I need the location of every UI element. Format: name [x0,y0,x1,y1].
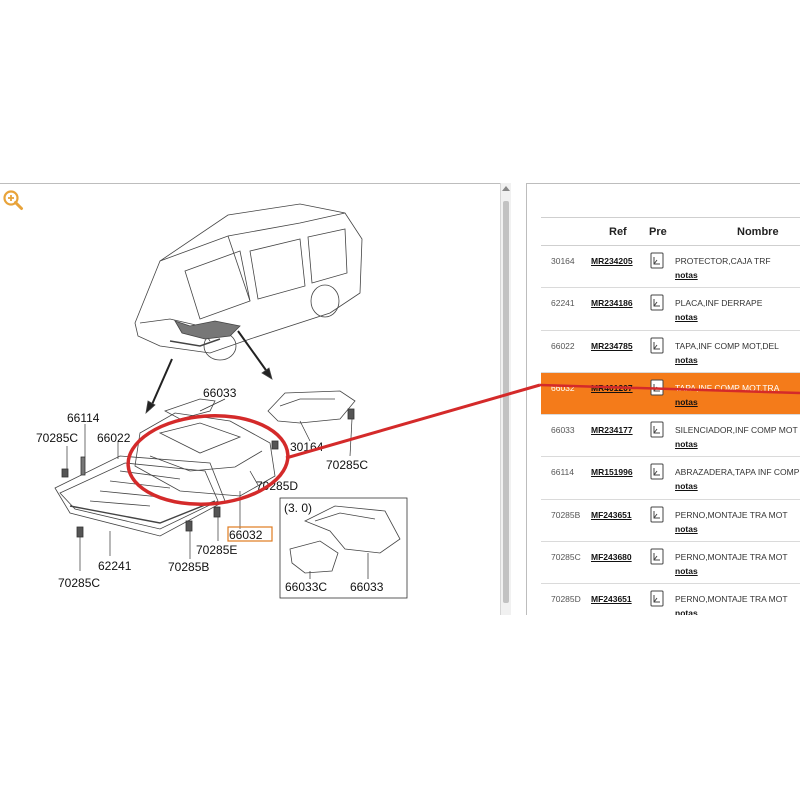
part-name: PERNO,MONTAJE TRA MOT [675,552,788,563]
part-number: 70285C [551,552,581,563]
table-row[interactable]: 66022 MR234785 TAPA,INF COMP MOT,DEL notas [541,331,800,373]
label-66022: 66022 [97,431,131,445]
label-66033: 66033 [203,386,237,400]
part-name: SILENCIADOR,INF COMP MOT [675,425,798,436]
part-number: 62241 [551,298,575,309]
part-ref-link[interactable]: MR234205 [591,256,633,266]
part-number: 30164 [551,256,575,266]
print-document-icon[interactable] [650,379,664,396]
print-document-icon[interactable] [650,506,664,523]
print-document-icon[interactable] [650,548,664,565]
print-document-icon[interactable] [650,463,664,480]
print-document-icon[interactable] [650,337,664,354]
part-number: 66022 [551,340,575,351]
print-document-icon[interactable] [650,294,664,311]
inset-title: (3. 0) [284,501,312,515]
notes-link[interactable]: notas [675,608,698,615]
inset-box [279,497,408,599]
label-70285c: 70285C [36,431,78,445]
notes-link[interactable]: notas [675,396,698,407]
notes-link[interactable]: notas [675,481,698,492]
print-document-icon[interactable] [650,252,664,269]
scroll-thumb[interactable] [503,201,509,603]
label-70285d: 70285D [256,479,298,493]
notes-link[interactable]: notas [675,439,698,450]
table-row[interactable]: 66114 MR151996 ABRAZADERA,TAPA INF COMP not… [541,457,800,500]
print-document-icon[interactable] [650,590,664,607]
scroll-up-arrow-icon[interactable] [502,186,510,191]
label-30164: 30164 [290,440,324,454]
parts-table: Ref Pre Nombre 30164 MR234205 PROTECTOR,CA… [541,217,800,615]
part-ref-link[interactable]: MR151996 [591,467,633,478]
label-70285c-bottom: 70285C [58,576,100,590]
rear-cover-part [134,398,276,497]
part-name: PERNO,MONTAJE TRA MOT [675,594,788,605]
label-66032: 66032 [229,528,263,542]
notes-link[interactable]: notas [675,312,698,323]
label-70285c-right: 70285C [326,458,368,472]
exploded-parts-drawing: 66033 66114 70285C 66022 30164 70285C 70… [36,203,408,599]
part-number: 66114 [551,467,575,478]
label-62241: 62241 [98,559,132,573]
bolts [61,408,355,538]
part-ref-link[interactable]: MR234177 [591,425,633,436]
part-number: 70285B [551,509,581,520]
notes-link[interactable]: notas [675,566,698,577]
diagram-scrollbar[interactable] [500,183,511,615]
table-row[interactable]: 70285C MF243680 PERNO,MONTAJE TRA MOT notas [541,542,800,585]
part-ref-link[interactable]: MF243680 [591,552,632,563]
part-name: ABRAZADERA,TAPA INF COMP [675,467,800,478]
label-66114: 66114 [67,411,100,425]
zoom-in-icon[interactable] [2,189,24,211]
table-row[interactable]: 70285D MF243651 PERNO,MONTAJE TRA MOT notas [541,584,800,615]
label-66033-inset: 66033 [350,580,384,594]
part-number: 66033 [551,425,575,436]
table-row[interactable]: 62241 MR234186 PLACA,INF DERRAPE notas [541,288,800,331]
label-66033c: 66033C [285,580,327,594]
parts-list-panel: Ref Pre Nombre 30164 MR234205 PROTECTOR,CA… [526,183,800,615]
table-row[interactable]: 66032 MR401207 TAPA,INF COMP MOT,TRA notas [541,372,800,416]
label-70285b: 70285B [168,560,209,574]
notes-link[interactable]: notas [675,523,698,534]
part-name: PERNO,MONTAJE TRA MOT [675,509,788,520]
table-row[interactable]: 70285B MF243651 PERNO,MONTAJE TRA MOT notas [541,500,800,543]
part-name: TAPA,INF COMP MOT,DEL [675,340,779,351]
part-ref-link[interactable]: MR401207 [591,382,633,393]
part-ref-link[interactable]: MR234785 [591,340,633,351]
part-name: PLACA,INF DERRAPE [675,298,763,309]
notes-link[interactable]: notas [675,354,698,365]
parts-diagram-panel: 66033 66114 70285C 66022 30164 70285C 70… [0,183,511,615]
front-cover-part [54,455,226,537]
label-70285e: 70285E [196,543,237,557]
col-ref-header: Ref [609,226,627,238]
part-ref-link[interactable]: MR234186 [591,298,633,309]
notes-link[interactable]: notas [675,270,698,280]
table-row[interactable]: 66033 MR234177 SILENCIADOR,INF COMP MOT not… [541,415,800,458]
vehicle-outline [134,203,363,361]
protector-part [267,390,356,424]
part-ref-link[interactable]: MF243651 [591,509,632,520]
part-number: 70285D [551,594,581,605]
print-document-icon[interactable] [650,421,664,438]
part-name: TAPA,INF COMP MOT,TRA [675,382,780,393]
table-header: Ref Pre Nombre [541,217,800,246]
part-name: PROTECTOR,CAJA TRF [675,256,771,266]
part-ref-link[interactable]: MF243651 [591,594,632,605]
table-row[interactable]: 30164 MR234205 PROTECTOR,CAJA TRF notas [541,246,800,289]
selected-part-marker [227,526,273,542]
col-pre-header: Pre [649,226,667,238]
col-name-header: Nombre [737,226,779,238]
part-number: 66032 [551,382,575,393]
